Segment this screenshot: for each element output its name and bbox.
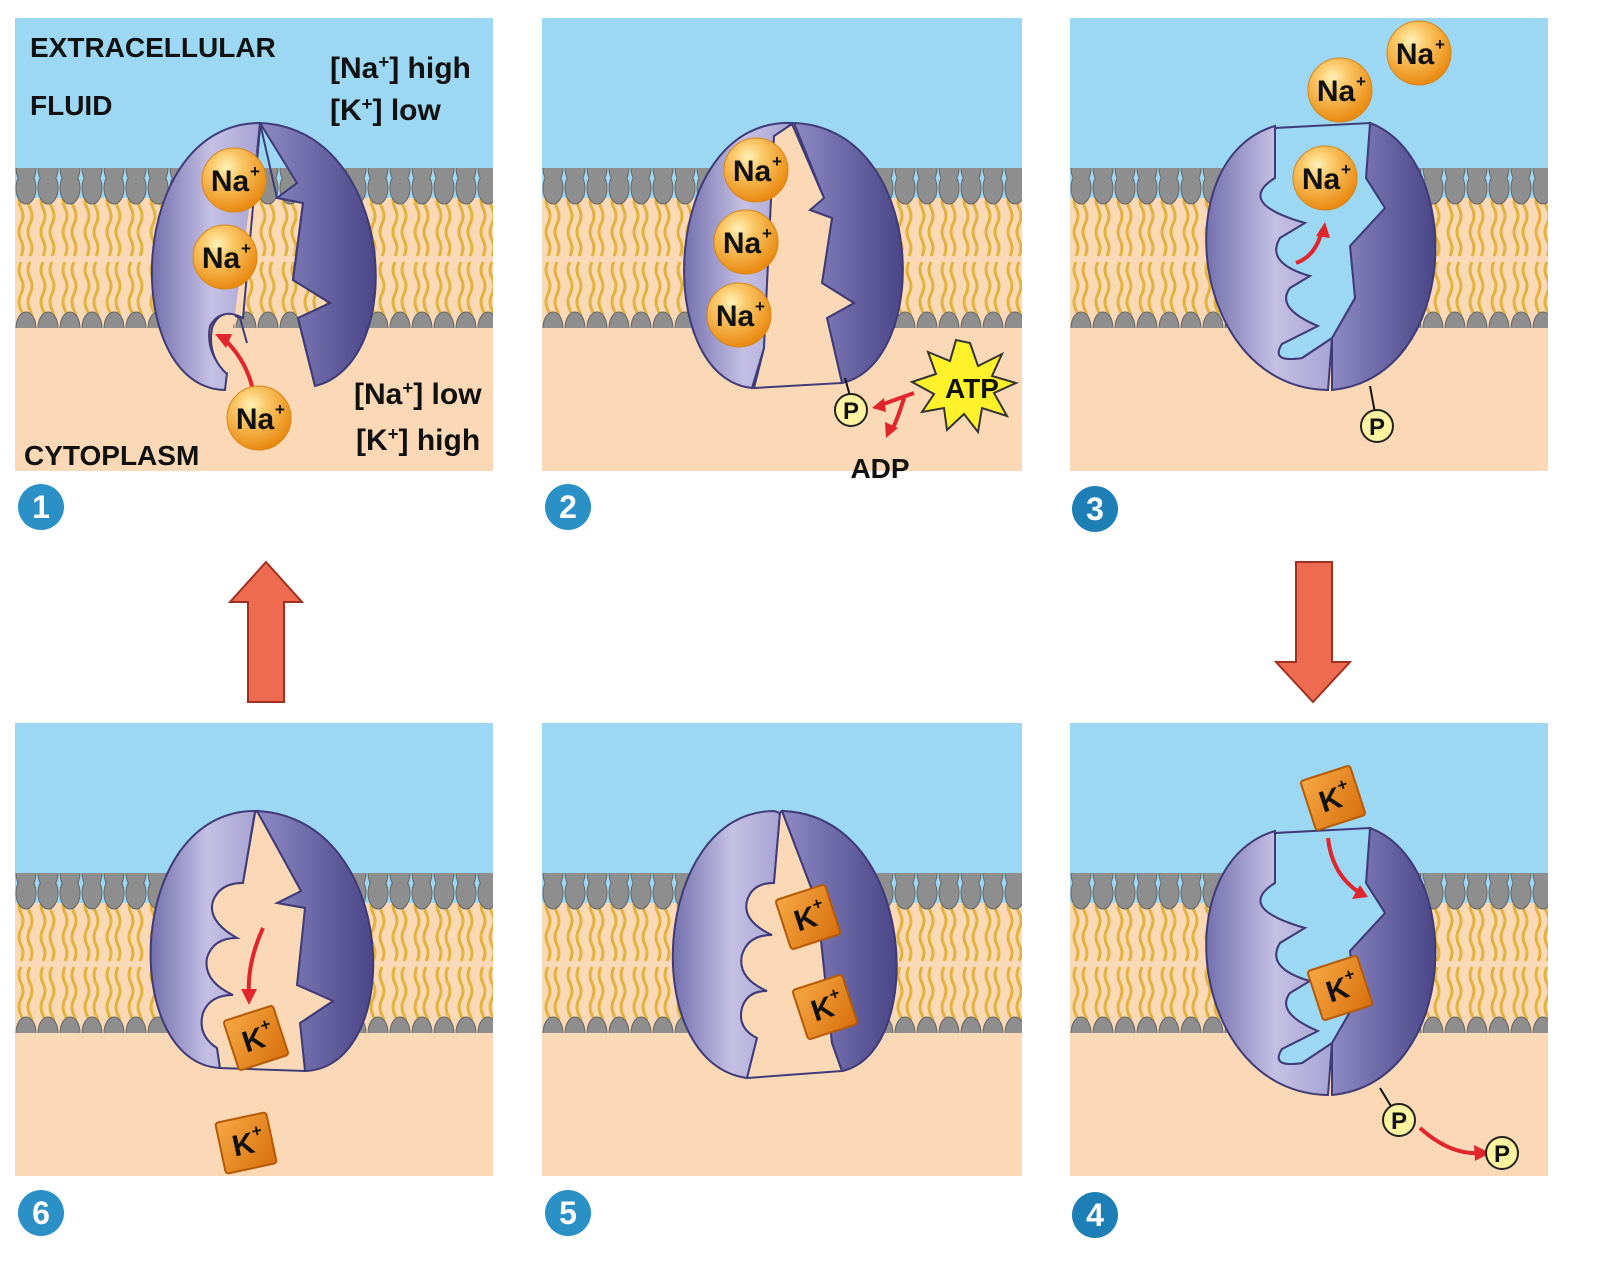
- na-high-bracket: [Na: [330, 52, 379, 85]
- step-badge-5: 5: [545, 1190, 591, 1236]
- atp-label: ATP: [945, 373, 999, 404]
- svg-text:Na: Na: [211, 165, 250, 198]
- svg-text:Na: Na: [1396, 38, 1435, 71]
- svg-text:+: +: [250, 1121, 264, 1142]
- potassium-ion: K +: [775, 884, 841, 950]
- potassium-binding-arrow: [1326, 837, 1362, 895]
- svg-text:Na: Na: [733, 155, 772, 188]
- phosphate-group: P: [834, 393, 868, 427]
- step-badge-6: 6: [18, 1190, 64, 1236]
- pump-protein: [149, 809, 375, 1073]
- step-flow-arrow-up: [227, 560, 305, 703]
- k-concentration-high: [K+] high: [356, 424, 480, 458]
- phosphate-group: P: [1382, 1103, 1416, 1137]
- na-concentration-low: [Na+] low: [354, 378, 482, 412]
- k-low-bracket: [K: [330, 94, 362, 127]
- svg-text:+: +: [755, 297, 765, 316]
- step-flow-arrow-down: [1273, 561, 1353, 704]
- panel-5: [542, 723, 1022, 1176]
- svg-text:Na: Na: [723, 227, 762, 260]
- sodium-ion: Na +: [192, 224, 258, 290]
- potassium-ion: K +: [223, 1005, 289, 1071]
- svg-text:+: +: [1356, 72, 1366, 91]
- sodium-ion: Na +: [706, 282, 772, 348]
- panel-6: [15, 723, 493, 1176]
- svg-text:+: +: [1341, 160, 1351, 179]
- svg-text:Na: Na: [1302, 163, 1341, 196]
- svg-text:+: +: [762, 224, 772, 243]
- sodium-ion: Na +: [1307, 57, 1373, 123]
- svg-text:Na: Na: [1317, 75, 1356, 108]
- sodium-ion: Na +: [1386, 20, 1452, 86]
- phosphate-release-arrow: [1418, 1126, 1481, 1156]
- potassium-ion: K +: [1300, 765, 1366, 831]
- step-badge-3: 3: [1072, 486, 1118, 532]
- svg-text:Na: Na: [202, 242, 241, 275]
- svg-text:P: P: [1391, 1108, 1407, 1135]
- svg-text:Na: Na: [716, 300, 755, 333]
- svg-text:P: P: [1494, 1141, 1510, 1168]
- sodium-ion: Na +: [1292, 145, 1358, 211]
- step-badge-4: 4: [1072, 1192, 1118, 1238]
- atp-burst-icon: [909, 338, 1019, 435]
- svg-text:+: +: [1435, 35, 1445, 54]
- sodium-ion: Na +: [723, 137, 789, 203]
- svg-text:+: +: [275, 400, 285, 419]
- k-low-charge: +: [361, 92, 373, 114]
- phosphate-group: P: [1360, 409, 1394, 443]
- k-low-text: ] low: [372, 94, 441, 127]
- potassium-ion: K +: [792, 974, 858, 1040]
- na-low-bracket: [Na: [354, 378, 403, 411]
- cytoplasm-label: CYTOPLASM: [24, 440, 200, 471]
- k-high-bracket: [K: [356, 424, 388, 457]
- panel-4: [1070, 723, 1548, 1176]
- svg-text:Na: Na: [236, 403, 275, 436]
- adp-label: ADP: [850, 453, 909, 484]
- svg-text:+: +: [772, 152, 782, 171]
- sodium-ion: Na +: [226, 385, 292, 451]
- na-low-text: ] low: [413, 378, 482, 411]
- svg-text:+: +: [241, 239, 251, 258]
- phosphate-group: P: [1485, 1136, 1519, 1170]
- na-low-charge: +: [402, 376, 414, 398]
- k-concentration-low: [K+] low: [330, 94, 441, 128]
- k-high-charge: +: [387, 422, 399, 444]
- sodium-ion: Na +: [201, 147, 267, 213]
- sodium-ion: Na +: [713, 209, 779, 275]
- svg-text:P: P: [843, 398, 859, 425]
- na-concentration-high: [Na+] high: [330, 52, 471, 86]
- svg-text:+: +: [250, 162, 260, 181]
- svg-text:P: P: [1369, 414, 1385, 441]
- na-high-text: ] high: [389, 52, 471, 85]
- step-badge-2: 2: [545, 484, 591, 530]
- extracellular-label-line2: FLUID: [30, 90, 113, 121]
- extracellular-label-line1: EXTRACELLULAR: [30, 32, 276, 63]
- potassium-ion: K +: [214, 1111, 278, 1175]
- potassium-ion: K +: [1307, 955, 1373, 1021]
- k-high-text: ] high: [398, 424, 481, 457]
- na-high-charge: +: [378, 50, 390, 72]
- step-badge-1: 1: [18, 484, 64, 530]
